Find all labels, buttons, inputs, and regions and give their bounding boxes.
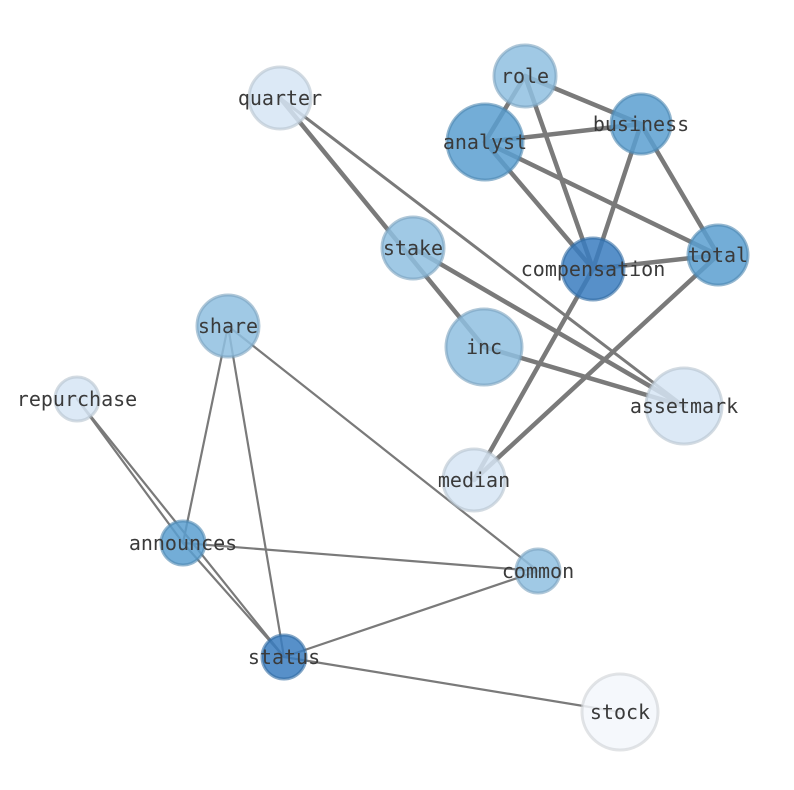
- node-circle: [445, 102, 525, 182]
- edge-quarter-inc: [277, 95, 487, 350]
- edge-layer: [75, 73, 721, 714]
- node-label: share: [198, 314, 258, 338]
- edge-role-compensation: [522, 73, 596, 272]
- edge-status-stock: [282, 655, 622, 714]
- edge-stake-assetmark: [410, 245, 687, 409]
- edge-announces-status: [181, 541, 286, 659]
- node-compensation: compensation: [521, 236, 666, 302]
- node-circle: [260, 633, 308, 681]
- node-circle: [380, 215, 446, 281]
- node-stake: stake: [380, 215, 446, 281]
- edge-compensation-median: [471, 266, 596, 483]
- node-label: compensation: [521, 257, 666, 281]
- node-common: common: [502, 547, 574, 595]
- edge-analyst-total: [482, 139, 721, 258]
- node-circle: [159, 519, 207, 567]
- node-role: role: [492, 43, 558, 109]
- edge-share-announces: [181, 324, 230, 545]
- node-label: median: [438, 468, 510, 492]
- node-circle: [686, 223, 750, 287]
- edge-common-status: [282, 569, 540, 659]
- node-circle: [609, 92, 673, 156]
- node-circle: [560, 236, 626, 302]
- node-circle: [444, 307, 524, 387]
- node-circle: [492, 43, 558, 109]
- node-repurchase: repurchase: [17, 375, 137, 423]
- node-label: quarter: [238, 86, 322, 110]
- node-share: share: [195, 293, 261, 359]
- node-circle: [580, 672, 660, 752]
- node-label: total: [688, 243, 748, 267]
- node-label: assetmark: [630, 394, 738, 418]
- node-layer: role business analyst quarter stake compensat…: [17, 43, 750, 752]
- node-business: business: [593, 92, 689, 156]
- node-total: total: [686, 223, 750, 287]
- node-circle: [195, 293, 261, 359]
- node-label: business: [593, 112, 689, 136]
- node-label: stock: [590, 700, 650, 724]
- node-label: analyst: [443, 130, 527, 154]
- node-circle: [247, 65, 313, 131]
- node-stock: stock: [580, 672, 660, 752]
- node-status: status: [248, 633, 320, 681]
- node-assetmark: assetmark: [630, 366, 738, 446]
- edge-announces-common: [181, 541, 540, 573]
- node-label: role: [501, 64, 549, 88]
- edge-share-common: [226, 324, 540, 573]
- edge-total-median: [471, 252, 721, 483]
- node-circle: [53, 375, 101, 423]
- node-circle: [441, 447, 507, 513]
- node-analyst: analyst: [443, 102, 527, 182]
- node-circle: [514, 547, 562, 595]
- node-label: common: [502, 559, 574, 583]
- node-quarter: quarter: [238, 65, 322, 131]
- edge-share-status: [226, 324, 286, 659]
- edge-quarter-assetmark: [278, 96, 686, 408]
- node-circle: [644, 366, 724, 446]
- node-label: stake: [383, 236, 443, 260]
- node-label: repurchase: [17, 387, 137, 411]
- node-median: median: [438, 447, 510, 513]
- node-inc: inc: [444, 307, 524, 387]
- node-announces: announces: [129, 519, 237, 567]
- node-label: announces: [129, 531, 237, 555]
- node-label: inc: [466, 335, 502, 359]
- edge-repurchase-announces: [75, 397, 185, 545]
- node-label: status: [248, 645, 320, 669]
